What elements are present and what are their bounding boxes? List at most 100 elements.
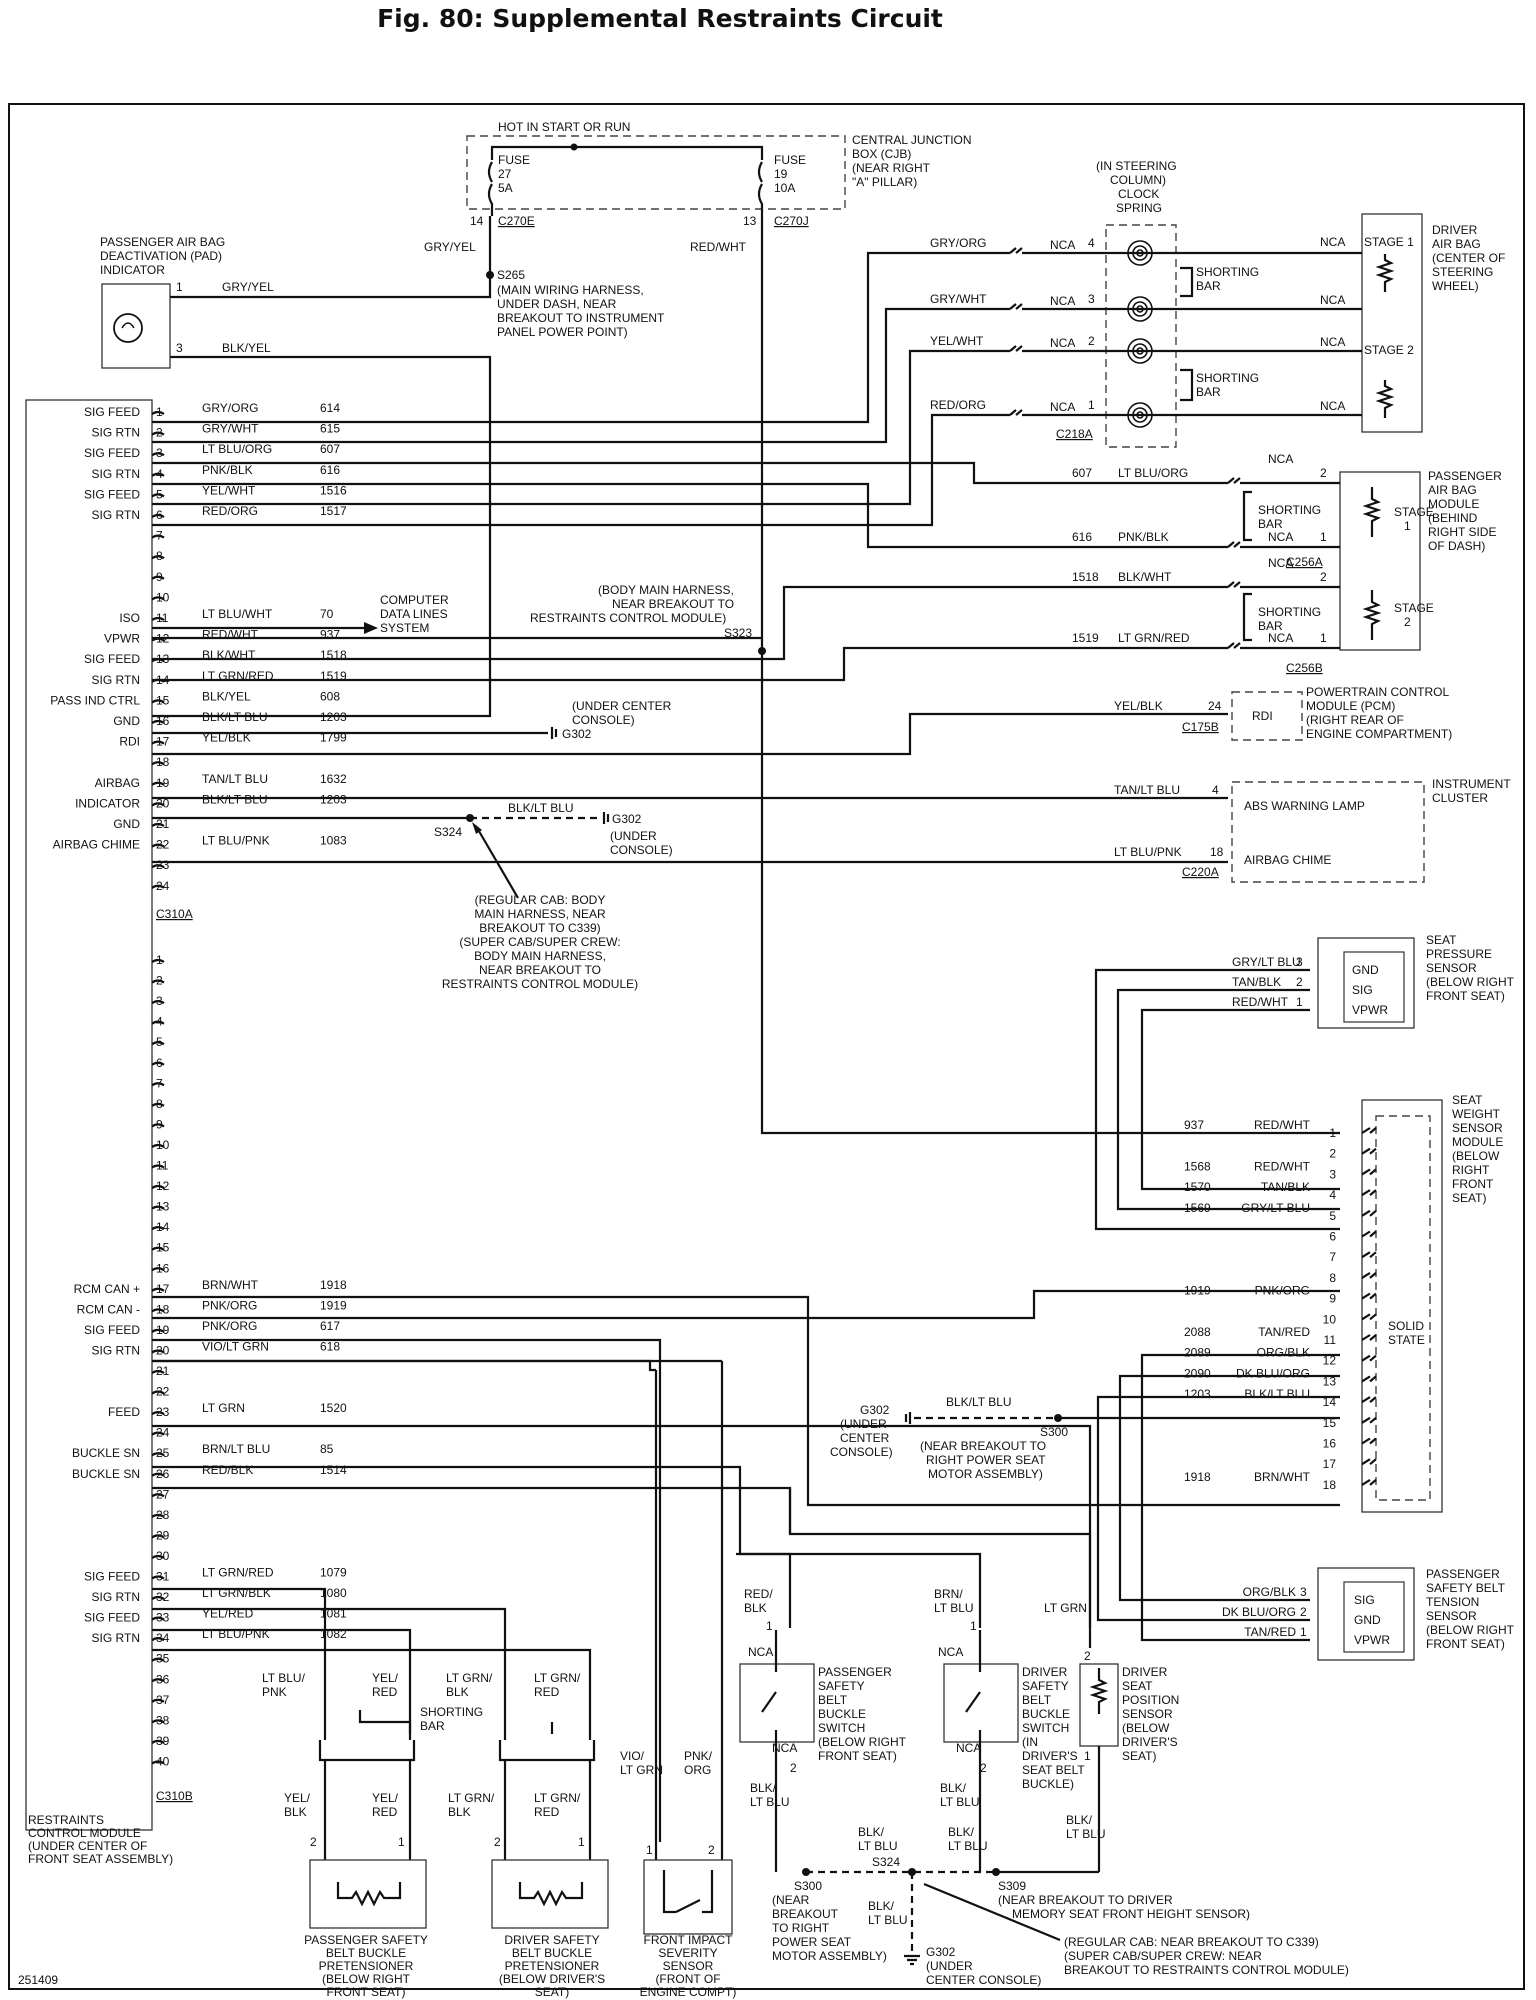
sw-circuit-5: 1569 — [1184, 1201, 1211, 1215]
pret-drv-label-5: SEAT) — [535, 1985, 569, 1999]
rcm-b-func-33: SIG FEED — [84, 1611, 140, 1625]
clock-spring-coil-inner-icon — [1132, 343, 1148, 359]
pb-label-5: SWITCH — [818, 1721, 865, 1735]
pab-row-wire — [1227, 642, 1340, 650]
sp-pin-3: 3 — [1296, 955, 1303, 969]
bottom-s300-desc-4: POWER SEAT — [772, 1935, 852, 1949]
pab-nca-1: NCA — [1268, 530, 1293, 544]
fuse-left-3: 5A — [498, 181, 513, 195]
bt-label-2: SAFETY BELT — [1426, 1581, 1506, 1595]
rcm-a-route — [152, 307, 1010, 444]
rcm-a-func-5: SIG FEED — [84, 487, 140, 501]
bottom-note-3: BREAKOUT TO RESTRAINTS CONTROL MODULE) — [1064, 1963, 1349, 1977]
cs-short-2a: SHORTING — [1196, 371, 1259, 385]
rcm-b-tick — [151, 979, 165, 984]
cluster-chime: AIRBAG CHIME — [1244, 853, 1331, 867]
impact-label-2: SEVERITY — [658, 1946, 717, 1960]
pret-pass-pin2: 2 — [310, 1835, 317, 1849]
rcm-b-tick — [151, 1246, 165, 1251]
sw-circuit-3: 1568 — [1184, 1159, 1211, 1173]
bt-pin-2: 2 — [1300, 1605, 1307, 1619]
fuse-right-3: 10A — [774, 181, 795, 195]
clock-spring-coil-icon — [1127, 240, 1153, 266]
rcm-b-color-31: LT GRN/RED — [202, 1566, 274, 1580]
spos-pin1: 1 — [1084, 1749, 1091, 1763]
pb-wire-2: BLK — [744, 1601, 767, 1615]
sw-term — [1361, 1478, 1377, 1486]
rcm-b-pin-25: 25 — [156, 1446, 170, 1460]
s324-top-wire: BLK/LT BLU — [508, 801, 574, 815]
sw-term — [1361, 1189, 1377, 1197]
rcm-b-pin-39: 39 — [156, 1734, 170, 1748]
rcm-b-circuit-17: 1918 — [320, 1278, 347, 1292]
cs-pin-4: 4 — [1088, 236, 1095, 250]
cs-label-4: SPRING — [1116, 201, 1162, 215]
sw-pin-7: 7 — [1329, 1250, 1336, 1264]
pret-shorting-1: SHORTING — [420, 1705, 483, 1719]
db-pin1: 1 — [970, 1619, 977, 1633]
sw-circuit-12: 2089 — [1184, 1346, 1211, 1360]
s300-mid-name: S300 — [1040, 1425, 1068, 1439]
rcm-a-pin-15: 15 — [156, 693, 170, 707]
rcm-b-func-23: FEED — [108, 1405, 140, 1419]
cluster-chime-pin: 18 — [1210, 845, 1224, 859]
rcm-b-pin-15: 15 — [156, 1241, 170, 1255]
rcm-b-tick — [151, 1513, 165, 1518]
pb-pin1: 1 — [766, 1619, 773, 1633]
pcm-wire: YEL/BLK — [1114, 699, 1163, 713]
pass-airbag-box — [1339, 471, 1421, 651]
spos-pin2: 2 — [1084, 1649, 1091, 1663]
rcm-b-pin-29: 29 — [156, 1528, 170, 1542]
drv-bag-stage1: STAGE 1 — [1364, 235, 1414, 249]
bottom-g302-desc-1: (UNDER — [926, 1959, 973, 1973]
s324-note-1: (REGULAR CAB: BODY — [475, 893, 606, 907]
sw-pin-2: 2 — [1329, 1147, 1336, 1161]
cjb-bus-node — [570, 143, 578, 151]
rcm-b-tick — [151, 1102, 165, 1107]
rcm-b-pin-37: 37 — [156, 1693, 170, 1707]
rcm-label-1: RESTRAINTS — [28, 1813, 104, 1827]
rcm-b-tick — [151, 1698, 165, 1703]
cluster-lamp-pin: 4 — [1212, 783, 1219, 797]
cs-label-2: COLUMN) — [1110, 173, 1166, 187]
bottom-s309-desc: (NEAR BREAKOUT TO DRIVER — [998, 1893, 1173, 1907]
rcm-a-circuit-20: 1203 — [320, 792, 347, 806]
spos-label-5: (BELOW — [1122, 1721, 1170, 1735]
rcm-b-tick — [151, 1760, 165, 1765]
pret-pass-top-a-1: LT BLU/ — [262, 1671, 306, 1685]
rcm-connector-b: C310B — [156, 1789, 193, 1803]
sp-color-1: RED/WHT — [1232, 995, 1289, 1009]
pcm-pin: 24 — [1208, 699, 1222, 713]
s300-mid-wire: BLK/LT BLU — [946, 1395, 1012, 1409]
rcm-a-circuit-1: 614 — [320, 401, 340, 415]
drv-nca-3: NCA — [1320, 335, 1345, 349]
cluster-box — [1231, 781, 1425, 883]
rcm-a-color-6: RED/ORG — [202, 504, 258, 518]
clock-spring-coil-inner-icon — [1132, 245, 1148, 261]
pb-label-1: PASSENGER — [818, 1665, 892, 1679]
rcm-a-func-21: GND — [113, 817, 140, 831]
cjb-label-1: CENTRAL JUNCTION — [852, 133, 972, 147]
seat-weight-label: SEATWEIGHTSENSORMODULE(BELOWRIGHTFRONTSE… — [1452, 1093, 1503, 1205]
rcm-b-pin-10: 10 — [156, 1138, 170, 1152]
rcm-b-tick — [151, 1143, 165, 1148]
s300-mid-desc-3: MOTOR ASSEMBLY) — [928, 1467, 1043, 1481]
pab-circuit-3: 1519 — [1072, 631, 1099, 645]
rcm-b-pin-28: 28 — [156, 1508, 170, 1522]
rcm-b-color-17: BRN/WHT — [202, 1278, 259, 1292]
pad-lamp-icon — [113, 313, 143, 343]
pb-label-2: SAFETY — [818, 1679, 865, 1693]
cjb-wire-right: RED/WHT — [690, 240, 747, 254]
sw-label-3: SENSOR — [1452, 1121, 1503, 1135]
rcm-b-tick — [151, 1616, 165, 1621]
cluster-lamp-wire: TAN/LT BLU — [1114, 783, 1180, 797]
db-wire-2: LT BLU — [934, 1601, 974, 1615]
pret-drv-top-b-1: LT GRN/ — [534, 1671, 581, 1685]
rcm-b-circuit-32: 1080 — [320, 1586, 347, 1600]
bt-label-1: PASSENGER — [1426, 1567, 1500, 1581]
rcm-b-circuit-26: 1514 — [320, 1463, 347, 1477]
db-label-8: SEAT BELT — [1022, 1763, 1085, 1777]
cjb-hot-label: HOT IN START OR RUN — [498, 120, 630, 134]
